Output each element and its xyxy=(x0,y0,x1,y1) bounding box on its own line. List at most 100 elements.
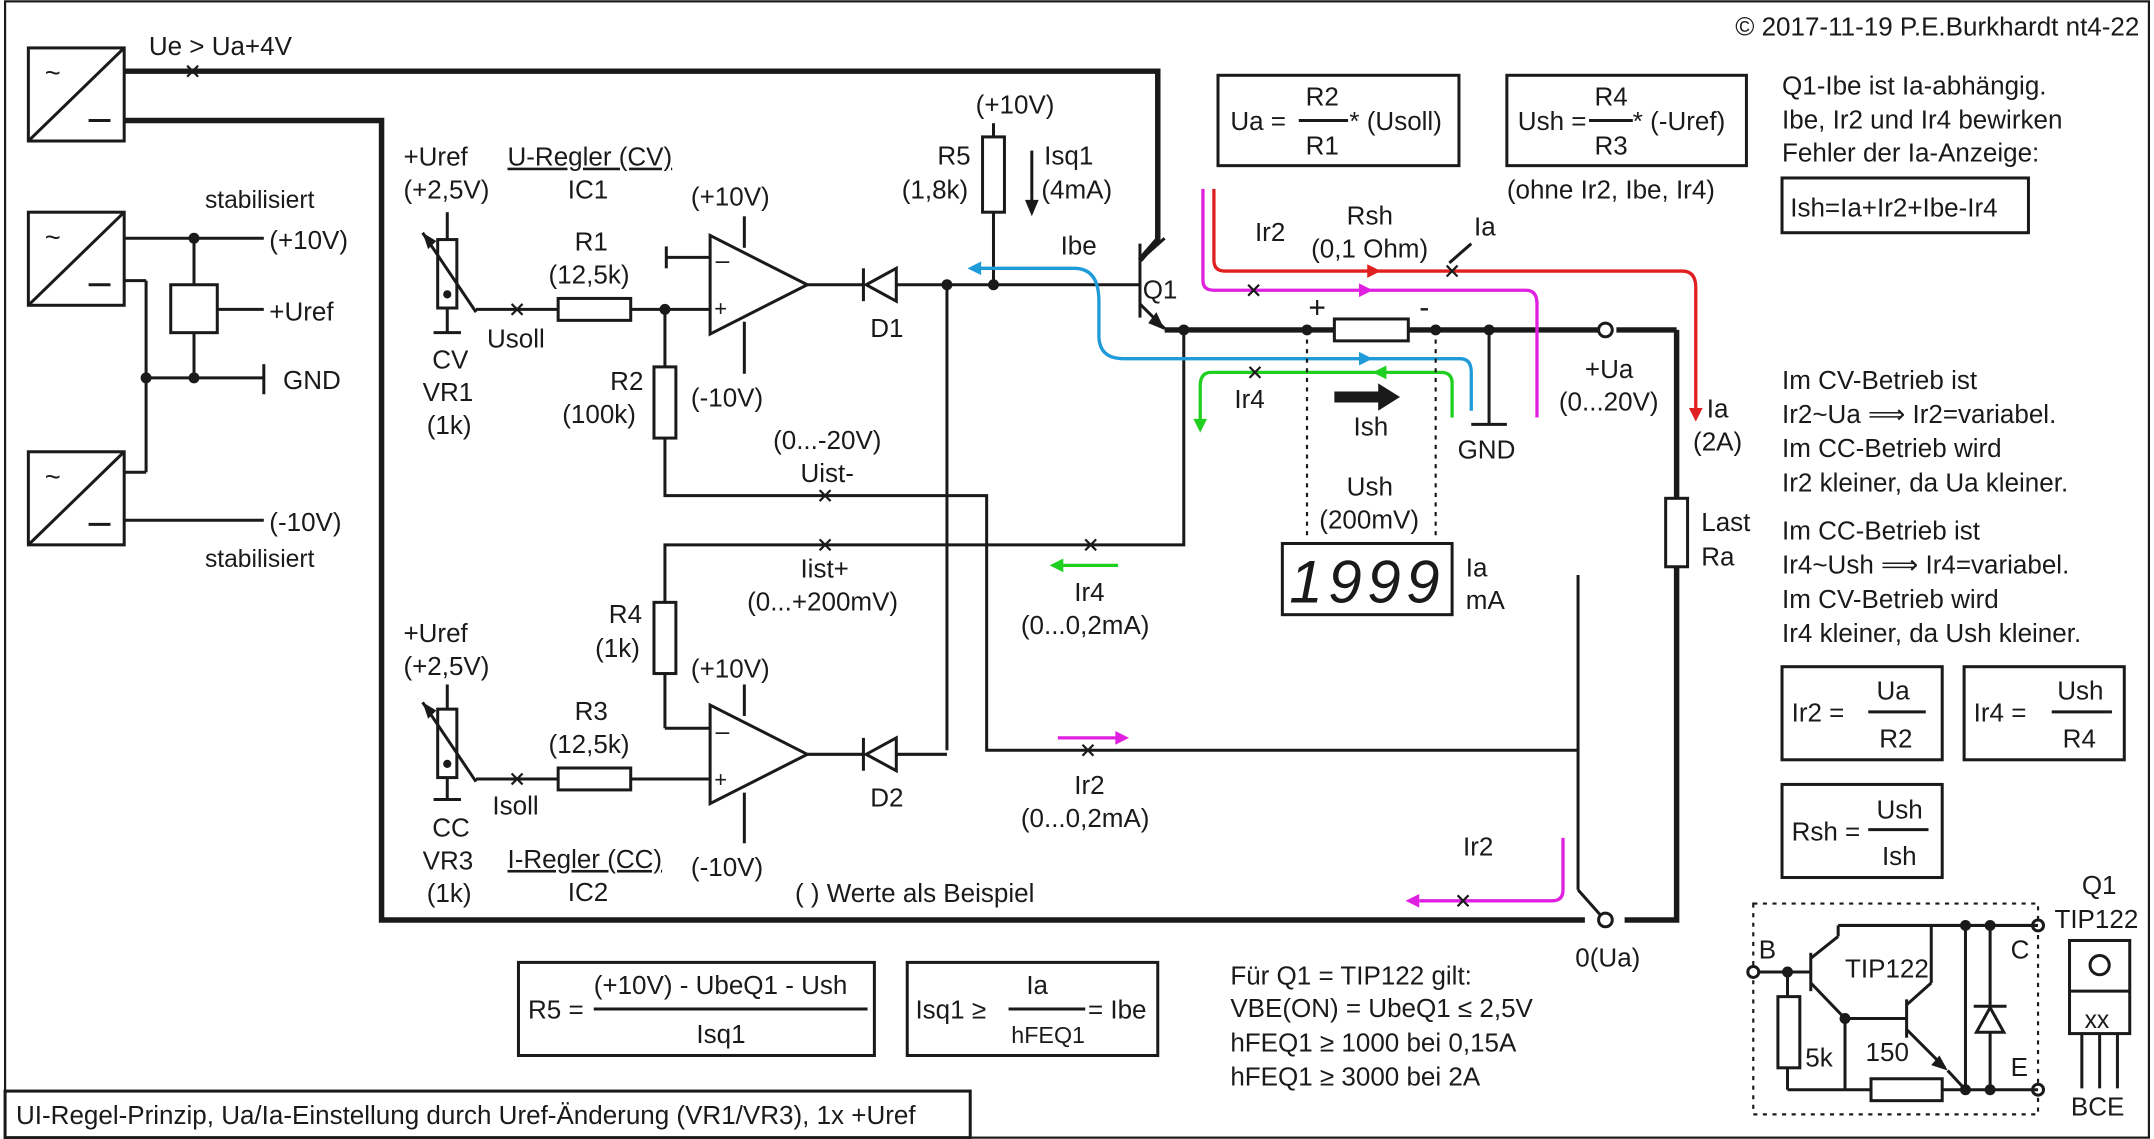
uist-range: (0...-20V) xyxy=(773,425,881,455)
r4-label: R4 xyxy=(609,599,642,629)
ir4-current-path xyxy=(1198,370,1454,425)
svg-text:xx: xx xyxy=(2085,1007,2110,1034)
svg-text:= Ibe: = Ibe xyxy=(1088,995,1147,1025)
isq1-val: (4mA) xyxy=(1041,175,1112,205)
ia-right-label: Ia xyxy=(1707,394,1729,424)
tip-note-4: hFEQ1 ≥ 3000 bei 2A xyxy=(1230,1062,1481,1092)
svg-text:Rsh =: Rsh = xyxy=(1792,817,1861,847)
r2-resistor xyxy=(652,365,678,440)
ir4-label: Ir4 xyxy=(1234,384,1264,414)
r2-label: R2 xyxy=(610,366,643,396)
svg-text:~: ~ xyxy=(45,221,61,252)
gnd-label: GND xyxy=(283,365,341,395)
cc-name: CC xyxy=(432,812,470,842)
tip-note-1: Für Q1 = TIP122 gilt: xyxy=(1230,960,1472,990)
svg-text:* (-Uref): * (-Uref) xyxy=(1633,106,1725,136)
caption-box xyxy=(3,1089,972,1139)
d2-label: D2 xyxy=(870,782,903,812)
ush-val: (200mV) xyxy=(1319,504,1419,534)
svg-text:Ir2 =: Ir2 = xyxy=(1792,697,1845,727)
cc-regler: I-Regler (CC) xyxy=(508,844,663,874)
plus10-label: (+10V) xyxy=(269,225,348,255)
svg-text:R3: R3 xyxy=(1594,131,1627,161)
svg-text:R4: R4 xyxy=(2063,723,2096,753)
ibe-label: Ibe xyxy=(1061,231,1097,261)
cv-note-3: Im CC-Betrieb wird xyxy=(1782,433,2002,463)
supply-section: ~ ~ ~ stabilisiert (+10V) +Uref GND (-10… xyxy=(26,31,348,573)
ue-label: Ue > Ua+4V xyxy=(149,31,293,61)
r5-label: R5 xyxy=(937,140,970,170)
r1-label: R1 xyxy=(575,227,608,257)
cv-vr: VR1 xyxy=(423,377,474,407)
display-ia: Ia xyxy=(1466,552,1488,582)
uref-regulator xyxy=(169,283,219,335)
ia-right-val: (2A) xyxy=(1693,426,1742,456)
svg-text:(+10V) - UbeQ1 - Ush: (+10V) - UbeQ1 - Ush xyxy=(594,970,848,1000)
load-label: Last xyxy=(1701,507,1751,537)
ic2-opamp xyxy=(708,702,811,807)
svg-text:–: – xyxy=(716,247,730,274)
cv-note-1: Im CV-Betrieb ist xyxy=(1782,365,1978,395)
r3-resistor xyxy=(556,766,633,792)
load-ra: Ra xyxy=(1701,541,1735,571)
cc-uref-val: (+2,5V) xyxy=(403,651,489,681)
svg-text:–: – xyxy=(716,718,730,745)
ua-label: +Ua xyxy=(1585,354,1634,384)
cc-isoll: Isoll xyxy=(492,791,538,821)
svg-text:* (Usoll): * (Usoll) xyxy=(1349,106,1441,136)
cc-ic: IC2 xyxy=(568,877,608,907)
svg-text:Ush =: Ush = xyxy=(1518,106,1587,136)
svg-text:R1: R1 xyxy=(1306,131,1339,161)
svg-text:150: 150 xyxy=(1866,1037,1909,1067)
ic1-plus10: (+10V) xyxy=(691,181,770,211)
rsh-label: Rsh xyxy=(1347,201,1393,231)
formula-boxes: Ua = R2 R1 * (Usoll) Ush = R4 R3 * (-Ure… xyxy=(516,73,2126,1057)
uref-label: +Uref xyxy=(269,296,334,326)
power-stage: (+10V) R5 (1,8k) Isq1 (4mA) Ibe Q1 Ir2 R… xyxy=(795,90,1751,973)
cv-note-2: Ir2~Ua ⟹ Ir2=variabel. xyxy=(1782,399,2056,429)
svg-text:R4: R4 xyxy=(1594,81,1627,111)
ia-label: Ia xyxy=(1474,211,1496,241)
cv-usoll: Usoll xyxy=(487,324,545,354)
q1-note-1: Q1-Ibe ist Ia-abhängig. xyxy=(1782,70,2046,100)
ic2-plus10: (+10V) xyxy=(691,654,770,684)
ir2-label: Ir2 xyxy=(1255,217,1285,247)
ush-note: (ohne Ir2, Ibe, Ir4) xyxy=(1507,175,1715,205)
svg-text:Ua: Ua xyxy=(1876,676,1910,706)
q1-label: Q1 xyxy=(1143,274,1178,304)
iist-label: Iist+ xyxy=(800,554,848,584)
svg-text:R2: R2 xyxy=(1879,723,1912,753)
cc-uref: +Uref xyxy=(403,618,468,648)
ush-label: Ush xyxy=(1347,472,1393,502)
svg-text:Isq1 ≥: Isq1 ≥ xyxy=(915,995,986,1025)
tip122-schematic: B C E TIP122 5k 150 xyxy=(1746,902,2046,1116)
cv-vr-val: (1k) xyxy=(427,410,472,440)
rsh-resistor xyxy=(1332,317,1410,343)
svg-text:Ish: Ish xyxy=(1882,841,1917,871)
svg-text:+: + xyxy=(714,296,727,321)
ish-label: Ish xyxy=(1354,411,1389,441)
rsh-minus: - xyxy=(1419,292,1429,325)
q1-note-3: Fehler der Ia-Anzeige: xyxy=(1782,138,2039,168)
load-resistor xyxy=(1664,496,1690,569)
isq1-label: Isq1 xyxy=(1044,140,1093,170)
zero-ua-label: 0(Ua) xyxy=(1575,943,1640,973)
cv-note-4: Ir2 kleiner, da Ua kleiner. xyxy=(1782,467,2068,497)
svg-text:TIP122: TIP122 xyxy=(2054,904,2138,934)
cv-name: CV xyxy=(432,344,469,374)
ic1-minus10: (-10V) xyxy=(691,383,763,413)
copyright-text: © 2017-11-19 P.E.Burkhardt nt4-22 xyxy=(1735,12,2139,42)
tip-note-2: VBE(ON) = UbeQ1 ≤ 2,5V xyxy=(1230,993,1533,1023)
ampere-display xyxy=(1280,541,1454,617)
caption-text: UI-Regel-Prinzip, Ua/Ia-Einstellung durc… xyxy=(16,1100,916,1130)
cc-note-4: Ir4 kleiner, da Ush kleiner. xyxy=(1782,618,2081,648)
cc-vr-val: (1k) xyxy=(427,878,472,908)
outer-frame xyxy=(3,0,2151,1139)
d1-label: D1 xyxy=(870,313,903,343)
svg-text:+: + xyxy=(714,767,727,792)
r5-val: (1,8k) xyxy=(902,175,968,205)
svg-text:Q1: Q1 xyxy=(2082,870,2117,900)
gnd-label-right: GND xyxy=(1458,435,1516,465)
ua-range: (0...20V) xyxy=(1559,387,1659,417)
